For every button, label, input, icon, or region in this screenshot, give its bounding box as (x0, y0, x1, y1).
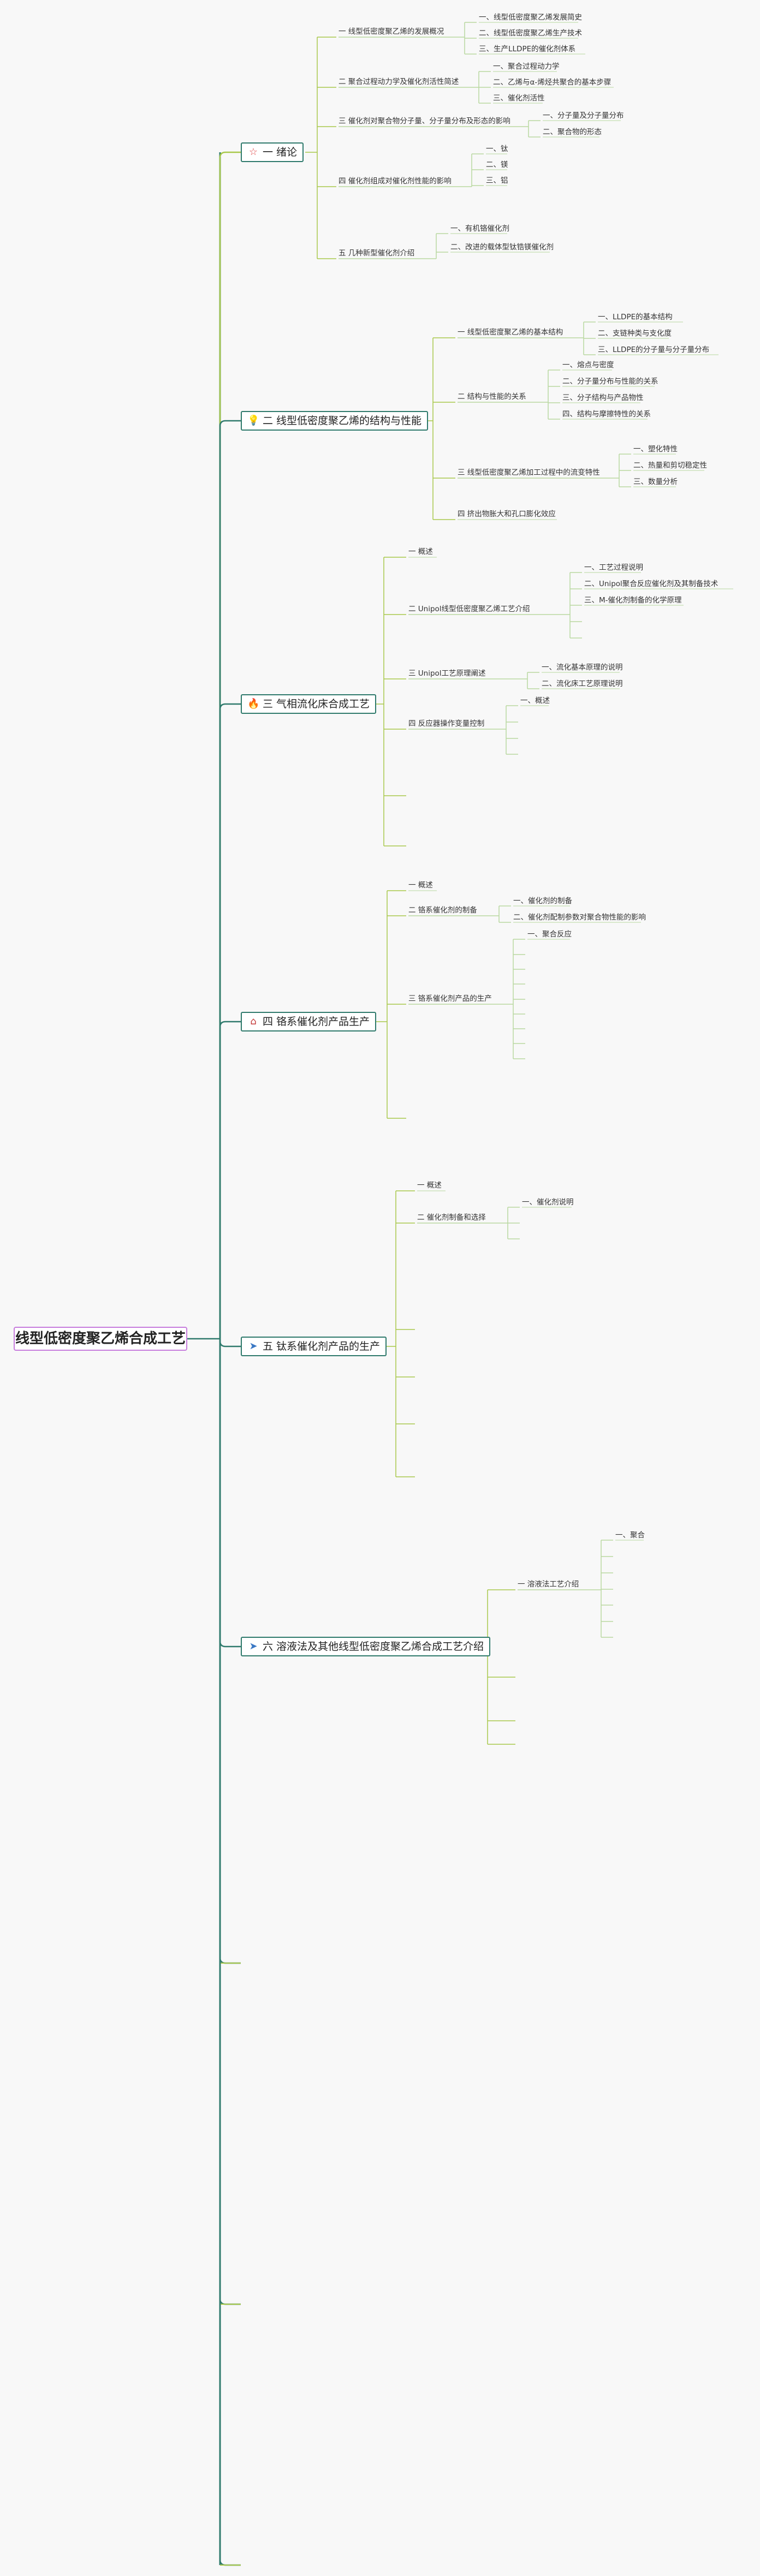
leaf-topic[interactable]: 三、数量分析 (633, 478, 678, 486)
send-icon: ➤ (249, 1641, 258, 1652)
leaf-topic[interactable]: 二、改进的载体型钛锆镁催化剂 (450, 243, 554, 252)
leaf-topic[interactable]: 一、塑化特性 (633, 445, 678, 454)
subtopic[interactable]: 二 Unipol线型低密度聚乙烯工艺介绍 (408, 605, 530, 613)
leaf-topic[interactable]: 一、分子量及分子量分布 (543, 111, 624, 120)
subtopic[interactable]: 三 铬系催化剂产品的生产 (408, 994, 492, 1003)
leaf-topic[interactable]: 三、分子结构与产品物性 (562, 393, 644, 402)
subtopic[interactable]: 一 概述 (417, 1181, 442, 1190)
leaf-topic[interactable]: 二、线型低密度聚乙烯生产技术 (479, 29, 582, 38)
leaf-topic[interactable]: 一、聚合过程动力学 (493, 62, 560, 71)
leaf-topic[interactable]: 二、支链种类与支化度 (598, 329, 672, 338)
leaf-topic[interactable]: 二、分子量分布与性能的关系 (562, 377, 658, 386)
fire-icon: 🔥 (247, 698, 260, 709)
subtopic[interactable]: 二 结构与性能的关系 (458, 392, 526, 401)
main-topic-label: 三 气相流化床合成工艺 (263, 697, 370, 710)
subtopic[interactable]: 一 线型低密度聚乙烯的基本结构 (458, 328, 563, 337)
topic-connector (219, 703, 241, 1339)
main-topic-label: 六 溶液法及其他线型低密度聚乙烯合成工艺介绍 (263, 1640, 484, 1653)
main-topic-label: 五 钛系催化剂产品的生产 (263, 1340, 381, 1352)
main-topic[interactable]: ☆ 一 绪论 (241, 142, 304, 162)
topic-connector (219, 1339, 241, 1964)
leaf-topic[interactable]: 三、生产LLDPE的催化剂体系 (479, 45, 576, 53)
leaf-topic[interactable]: 一、催化剂说明 (522, 1198, 574, 1207)
topic-connector (219, 1021, 241, 1339)
leaf-topic[interactable]: 一、线型低密度聚乙烯发展简史 (479, 13, 582, 22)
subtopic[interactable]: 一 线型低密度聚乙烯的发展概况 (339, 27, 444, 36)
main-topic[interactable]: ➤ 六 溶液法及其他线型低密度聚乙烯合成工艺介绍 (241, 1637, 491, 1656)
leaf-topic[interactable]: 二、流化床工艺原理说明 (542, 679, 623, 688)
main-topic-label: 一 绪论 (263, 146, 298, 158)
topic-connector (219, 1339, 241, 1648)
leaf-topic[interactable]: 一、钛 (486, 145, 508, 153)
subtopic[interactable]: 二 催化剂制备和选择 (417, 1213, 486, 1222)
lightbulb-icon: 💡 (247, 415, 260, 426)
subtopic[interactable]: 三 催化剂对聚合物分子量、分子量分布及形态的影响 (339, 117, 510, 126)
main-topic-label: 二 线型低密度聚乙烯的结构与性能 (263, 414, 422, 427)
main-topic[interactable]: ➤ 五 钛系催化剂产品的生产 (241, 1337, 387, 1356)
leaf-topic[interactable]: 二、催化剂配制参数对聚合物性能的影响 (513, 913, 646, 922)
subtopic[interactable]: 四 反应器操作变量控制 (408, 719, 485, 728)
leaf-topic[interactable]: 二、镁 (486, 160, 508, 169)
subtopic[interactable]: 三 Unipol工艺原理阐述 (408, 669, 486, 678)
leaf-topic[interactable]: 一、催化剂的制备 (513, 897, 572, 905)
topic-connector (219, 1339, 241, 2305)
main-topic[interactable]: 💡二 线型低密度聚乙烯的结构与性能 (241, 411, 429, 431)
main-topic[interactable]: 🔥三 气相流化床合成工艺 (241, 694, 377, 714)
leaf-topic[interactable]: 三、LLDPE的分子量与分子量分布 (598, 345, 710, 354)
leaf-topic[interactable]: 一、聚合反应 (527, 930, 572, 939)
subtopic[interactable]: 一 溶液法工艺介绍 (518, 1580, 579, 1589)
leaf-topic[interactable]: 二、Unipol聚合反应催化剂及其制备技术 (584, 580, 719, 588)
leaf-topic[interactable]: 一、流化基本原理的说明 (542, 663, 623, 672)
root-topic[interactable]: 线型低密度聚乙烯合成工艺 (14, 1327, 187, 1351)
leaf-topic[interactable]: 三、催化剂活性 (493, 94, 545, 103)
main-topic[interactable]: ⌂ 四 铬系催化剂产品生产 (241, 1012, 377, 1031)
subtopic[interactable]: 五 几种新型催化剂介绍 (339, 249, 415, 258)
topic-connector (219, 151, 241, 1339)
leaf-topic[interactable]: 一、熔点与密度 (562, 361, 614, 369)
house-icon: ⌂ (250, 1016, 257, 1027)
topic-connector (219, 1339, 241, 2566)
main-topic-label: 四 铬系催化剂产品生产 (263, 1015, 370, 1028)
leaf-topic[interactable]: 一、工艺过程说明 (584, 563, 643, 572)
topic-connector (219, 420, 241, 1339)
leaf-topic[interactable]: 四、结构与摩擦特性的关系 (562, 410, 651, 419)
leaf-topic[interactable]: 二、乙烯与α-烯烃共聚合的基本步骤 (493, 78, 611, 87)
leaf-topic[interactable]: 一、概述 (520, 696, 550, 705)
send-icon: ➤ (249, 1340, 258, 1352)
leaf-topic[interactable]: 一、LLDPE的基本结构 (598, 313, 673, 321)
leaf-topic[interactable]: 一、有机铬催化剂 (450, 224, 509, 233)
leaf-topic[interactable]: 一、聚合 (615, 1531, 645, 1540)
star-icon: ☆ (248, 146, 258, 158)
subtopic[interactable]: 三 线型低密度聚乙烯加工过程中的流变特性 (458, 468, 600, 477)
leaf-topic[interactable]: 三、M-催化剂制备的化学原理 (584, 596, 682, 605)
topic-connector (219, 1339, 241, 1347)
subtopic[interactable]: 二 聚合过程动力学及催化剂活性简述 (339, 77, 459, 86)
subtopic[interactable]: 一 概述 (408, 547, 433, 556)
leaf-topic[interactable]: 三、铝 (486, 176, 508, 185)
subtopic[interactable]: 一 概述 (408, 881, 433, 890)
subtopic[interactable]: 二 铬系催化剂的制备 (408, 906, 477, 915)
leaf-topic[interactable]: 二、热量和剪切稳定性 (633, 461, 707, 470)
subtopic[interactable]: 四 催化剂组成对催化剂性能的影响 (339, 177, 452, 186)
leaf-topic[interactable]: 二、聚合物的形态 (543, 128, 602, 136)
subtopic[interactable]: 四 挤出物胀大和孔口膨化效应 (458, 510, 556, 518)
